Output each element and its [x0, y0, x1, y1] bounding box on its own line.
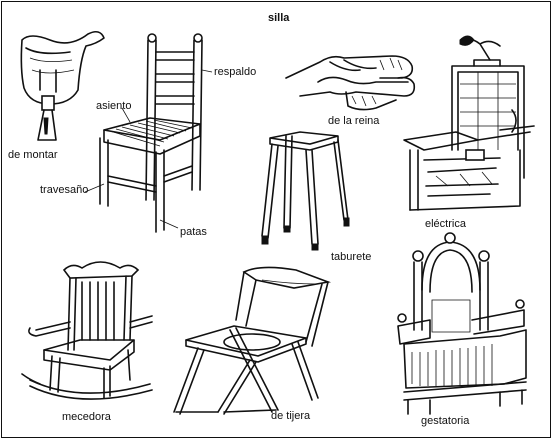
label-patas: patas — [180, 226, 207, 238]
folding-chair-illustration — [173, 266, 332, 415]
sedan-throne-illustration — [397, 232, 527, 415]
rocking-chair-illustration — [21, 261, 153, 400]
queens-chair-hands-illustration — [285, 55, 416, 111]
label-respaldo: respaldo — [214, 66, 257, 78]
label-asiento: asiento — [96, 100, 132, 112]
label-de-montar: de montar — [8, 149, 58, 161]
page-title: silla — [268, 12, 290, 24]
label-mecedora: mecedora — [62, 411, 111, 423]
stool-illustration — [261, 131, 350, 251]
label-travesano: travesaño — [40, 184, 89, 196]
saddle-illustration — [20, 30, 105, 141]
electric-chair-illustration — [403, 35, 535, 211]
ladderback-chair-illustration — [84, 33, 213, 233]
label-gestatoria: gestatoria — [421, 415, 470, 427]
label-electrica: eléctrica — [425, 218, 466, 230]
label-de-tijera: de tijera — [271, 410, 311, 422]
label-taburete: taburete — [331, 251, 372, 263]
label-de-la-reina: de la reina — [328, 115, 380, 127]
